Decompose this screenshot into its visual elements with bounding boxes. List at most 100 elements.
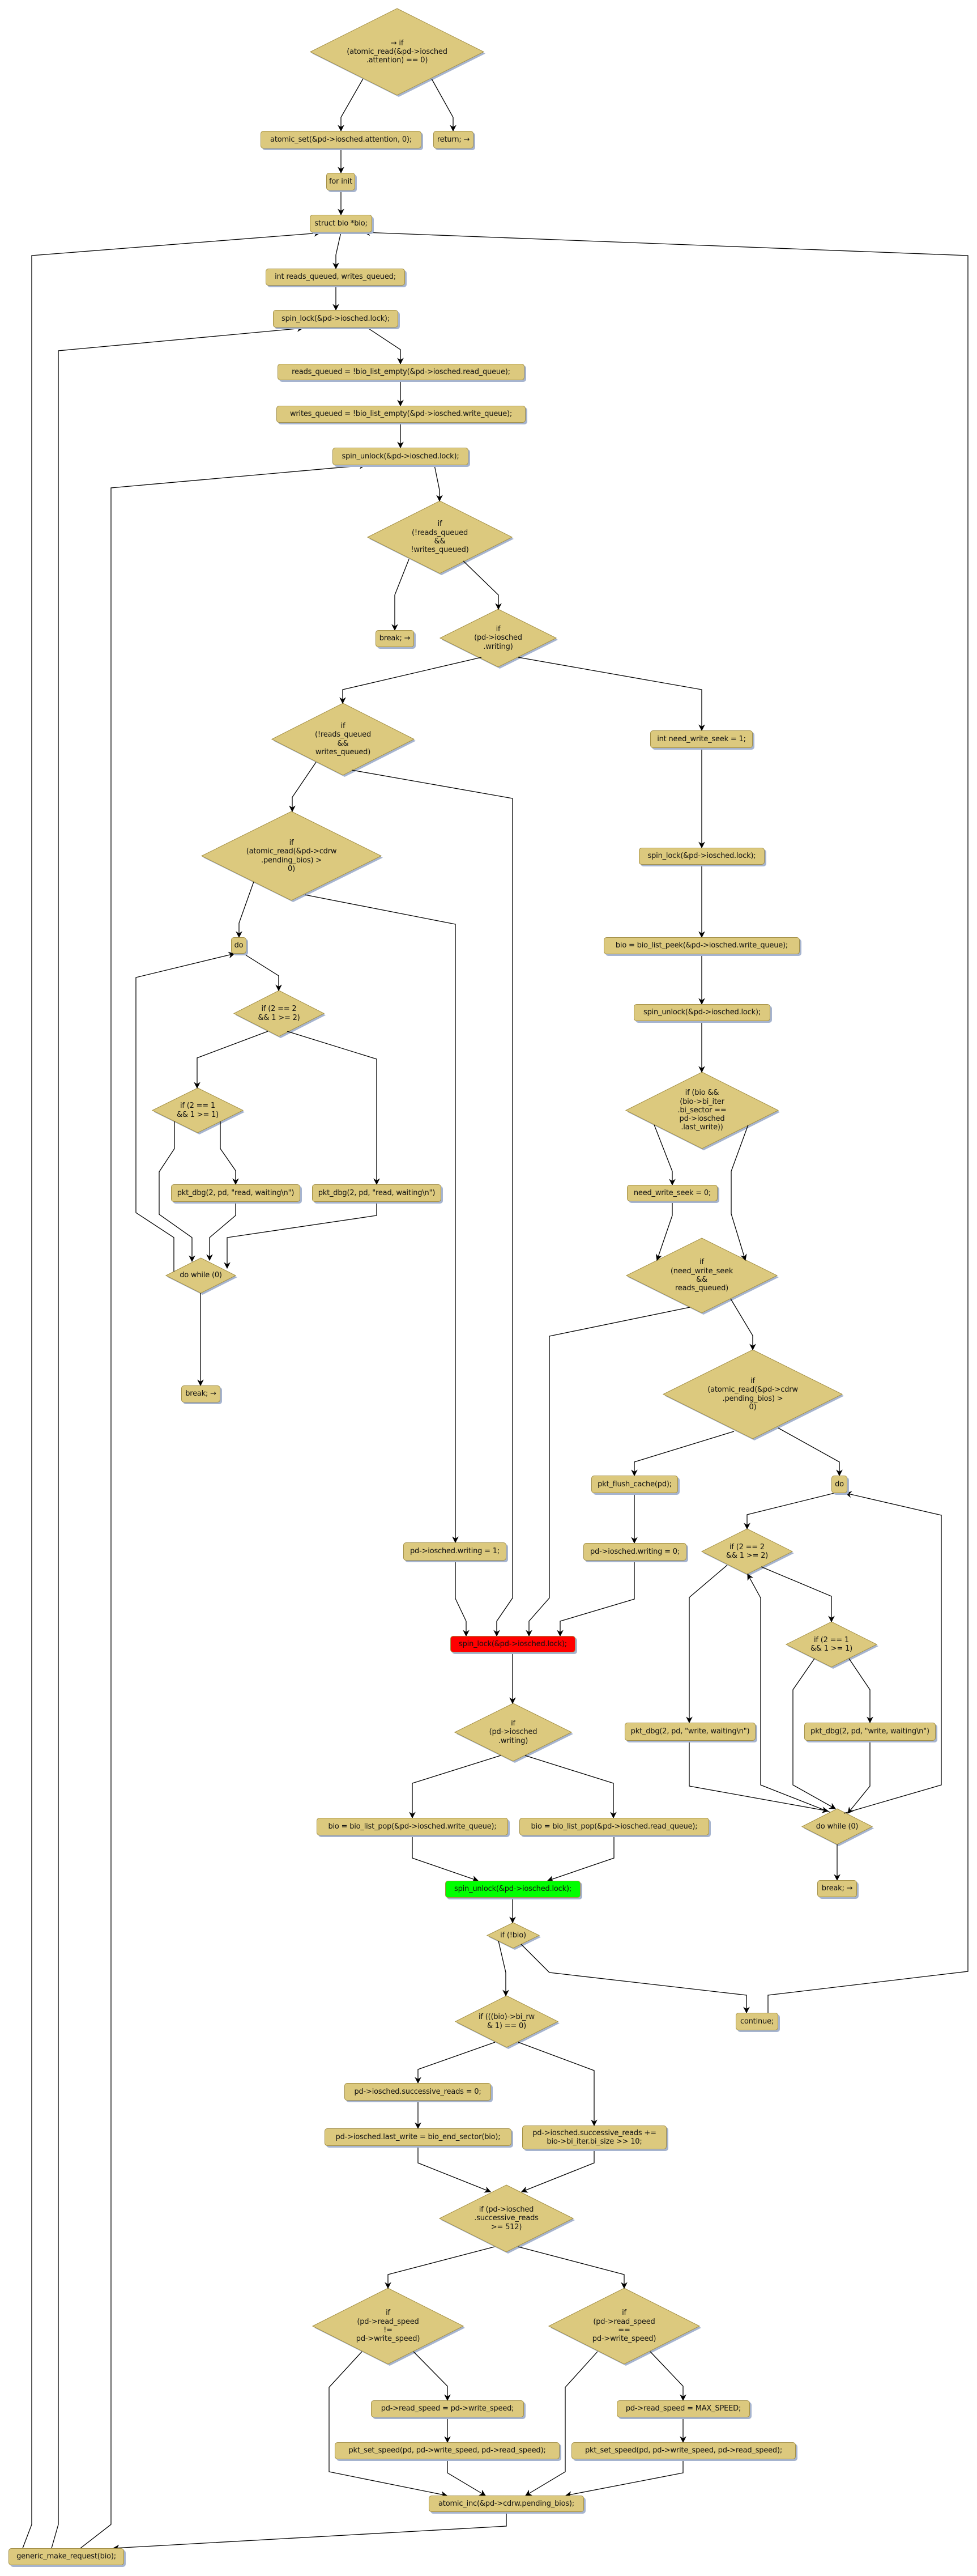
- flow-step-node: pd->iosched.last_write = bio_end_sector(…: [325, 2128, 511, 2146]
- decision-diamond: [701, 1528, 793, 1575]
- flow-step-node: generic_make_request(bio);: [8, 2548, 124, 2565]
- decision-diamond: [662, 1349, 843, 1439]
- flow-edge-arrow: [434, 465, 443, 502]
- flow-step-node: return; →: [433, 131, 473, 148]
- decision-diamond: [486, 1922, 540, 1949]
- flow-edge-arrow: [521, 1944, 750, 2014]
- flow-step-node: pkt_set_speed(pd, pd->write_speed, pd->r…: [571, 2442, 796, 2459]
- flow-decision-node: if (2 == 1 && 1 >= 1): [176, 1102, 219, 1119]
- flow-edge-arrow: [455, 1561, 470, 1637]
- flow-decision-node: if (pd->iosched .writing): [489, 1719, 537, 1745]
- decision-diamond: [309, 8, 485, 96]
- flow-edge-arrow: [761, 1566, 835, 1623]
- flow-edge-arrow: [447, 2459, 487, 2496]
- flow-edge-arrow: [417, 2146, 492, 2193]
- flow-edge-arrow: [526, 1307, 690, 1637]
- flow-edge-arrow: [22, 229, 321, 2549]
- flow-edge-arrow: [80, 462, 366, 2549]
- flow-edge-arrow: [843, 1491, 942, 1814]
- flow-decision-node: do while (0): [180, 1271, 222, 1280]
- flow-step-node: reads_queued = !bio_list_empty(&pd->iosc…: [278, 364, 524, 380]
- flow-step-node: atomic_set(&pd->iosched.attention, 0);: [261, 131, 421, 148]
- decision-diamond: [271, 703, 415, 776]
- flow-step-node: continue;: [736, 2013, 778, 2030]
- flow-step-node: spin_unlock(&pd->iosched.lock);: [445, 1881, 581, 1898]
- flow-edge-arrow: [744, 1493, 835, 1530]
- decision-diamond: [625, 1238, 778, 1313]
- flow-edge-arrow: [206, 1202, 236, 1261]
- flow-edge-arrow: [731, 1124, 749, 1261]
- flow-edge-arrow: [524, 2351, 598, 2496]
- decision-diamond: [200, 811, 382, 901]
- decision-diamond: [625, 1072, 779, 1149]
- flow-step-node: pd->read_speed = pd->write_speed;: [371, 2400, 524, 2417]
- flow-edge-arrow: [518, 657, 705, 732]
- flow-decision-node: if (((bio)->bi_rw & 1) == 0): [479, 2013, 535, 2030]
- flow-edge-arrow: [112, 2512, 507, 2552]
- flow-edge-arrow: [224, 1202, 377, 1269]
- flow-step-node: pd->iosched.successive_reads = 0;: [344, 2083, 491, 2101]
- flow-edge-arrow: [366, 327, 404, 365]
- flow-edge-arrow: [518, 2042, 598, 2127]
- flow-edge-arrow: [463, 560, 502, 610]
- flow-decision-node: if (!reads_queued && writes_queued): [314, 721, 371, 756]
- flow-decision-node: → if (atomic_read(&pd->iosched .attentio…: [347, 39, 447, 65]
- decision-diamond: [366, 500, 513, 574]
- decision-diamond: [312, 2288, 464, 2365]
- flow-step-node: pkt_dbg(2, pd, "read, waiting\n"): [171, 1184, 300, 1202]
- decision-diamond: [785, 1621, 878, 1668]
- flow-step-node: bio = bio_list_pop(&pd->iosched.write_qu…: [317, 1818, 508, 1835]
- flow-decision-node: if (atomic_read(&pd->cdrw .pending_bios)…: [246, 838, 337, 873]
- flow-decision-node: if (pd->iosched .successive_reads >= 512…: [474, 2205, 539, 2231]
- flow-edge-arrow: [135, 951, 236, 1272]
- flow-decision-node: if (pd->read_speed == pd->write_speed): [592, 2309, 656, 2344]
- flow-decision-node: do while (0): [816, 1822, 859, 1831]
- flow-step-node: int need_write_seek = 1;: [650, 730, 753, 748]
- flow-edge-arrow: [332, 232, 342, 270]
- flow-edge-arrow: [747, 1573, 830, 1813]
- flow-step-node: pkt_dbg(2, pd, "read, waiting\n"): [312, 1184, 441, 1202]
- flow-edge-arrow: [391, 559, 409, 631]
- flow-edge-arrow: [304, 894, 459, 1544]
- flow-step-node: writes_queued = !bio_list_empty(&pd->ios…: [276, 406, 526, 423]
- flow-step-node: do: [831, 1476, 847, 1493]
- flow-step-node: pkt_dbg(2, pd, "write, waiting\n"): [804, 1723, 936, 1741]
- flow-edge-arrow: [236, 881, 254, 938]
- flow-edge-arrow: [847, 1741, 871, 1814]
- flow-edge-arrow: [848, 1658, 873, 1724]
- flow-edge-arrow: [159, 1121, 195, 1263]
- flow-step-node: struct bio *bio;: [310, 215, 372, 232]
- flow-decision-node: if (2 == 2 && 1 >= 2): [258, 1005, 300, 1022]
- flow-step-node: pd->iosched.writing = 0;: [583, 1543, 686, 1561]
- decision-diamond: [439, 609, 557, 668]
- flow-edge-arrow: [363, 229, 969, 2013]
- flow-edge-arrow: [654, 1124, 676, 1186]
- flow-edge-arrow: [689, 1741, 829, 1813]
- flow-decision-node: if (2 == 1 && 1 >= 1): [810, 1635, 853, 1653]
- flow-step-node: spin_lock(&pd->iosched.lock);: [639, 848, 765, 865]
- flow-edge-arrow: [524, 1755, 617, 1819]
- flow-edge-arrow: [220, 1121, 239, 1185]
- flow-edge-arrow: [338, 78, 364, 132]
- flow-step-node: pkt_dbg(2, pd, "write, waiting\n"): [625, 1723, 756, 1741]
- flow-step-node: spin_lock(&pd->iosched.lock);: [450, 1636, 575, 1652]
- flow-step-node: break; →: [181, 1385, 220, 1402]
- flow-edge-arrow: [730, 1298, 756, 1351]
- flow-step-node: pkt_flush_cache(pd);: [591, 1476, 678, 1493]
- flow-step-node: int reads_queued, writes_queued;: [266, 269, 405, 286]
- flow-edge-arrow: [415, 2042, 496, 2084]
- flow-decision-node: if (!reads_queued && !writes_queued): [411, 520, 469, 555]
- flow-edge-arrow: [413, 2351, 451, 2401]
- flow-edge-arrow: [498, 1940, 509, 1997]
- flow-step-node: atomic_inc(&pd->cdrw.pending_bios);: [429, 2496, 584, 2512]
- flow-edge-arrow: [547, 1835, 615, 1882]
- flow-edge-arrow: [431, 78, 456, 132]
- flow-step-node: break; →: [817, 1880, 857, 1897]
- decision-diamond: [548, 2288, 701, 2365]
- flow-decision-node: if (pd->read_speed != pd->write_speed): [356, 2309, 420, 2344]
- flow-edge-arrow: [557, 1561, 635, 1637]
- flow-edge-arrow: [194, 1031, 268, 1089]
- flow-step-node: do: [231, 937, 246, 954]
- flow-edge-arrow: [792, 1658, 837, 1809]
